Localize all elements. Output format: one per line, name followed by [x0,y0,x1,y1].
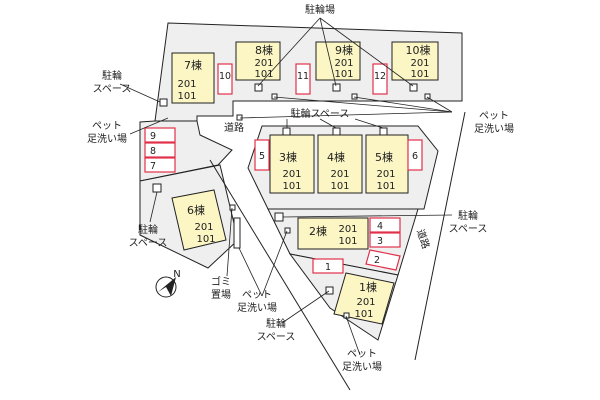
pet-wash-right-label-1: ペット [479,111,509,122]
parking-9 [144,127,176,143]
road-edge-right [414,111,466,361]
building-1-name: 1棟 [359,280,377,294]
pet-wash-left-label-1: ペット [92,121,122,132]
parking-5-label: 5 [259,151,265,162]
parking-7 [144,157,176,173]
parking-6 [407,139,423,171]
parking-10 [217,63,233,95]
pet-wash-bottom-label-2: 足洗い場 [342,360,382,373]
parking-12 [372,63,388,95]
building-4-lower: 101 [330,181,349,192]
bike-space-left-label-2: スペース [93,84,132,95]
parking-11 [295,63,311,95]
pet-wash-left-label-2: 足洗い場 [87,132,127,145]
building-2: 2棟 201 101 [297,217,369,250]
parking-7-label: 7 [150,161,156,172]
building-9-name: 9棟 [335,43,353,57]
pet-wash-lower-label-1: ペット [242,290,272,301]
parking-9-label: 9 [150,131,156,142]
building-3-upper: 201 [282,169,301,180]
building-9: 9棟 201 101 [315,41,361,81]
garbage-area-label-1: ゴミ [211,275,231,288]
building-5-lower: 101 [376,181,395,192]
building-10: 10棟 201 101 [391,41,439,81]
parking-8-label: 8 [150,146,156,157]
building-8-name: 8棟 [255,43,273,57]
bike-space-center-label: 駐輪スペース [291,107,350,120]
leader-lines [119,17,453,356]
parking-4-label: 4 [377,221,383,232]
parking-numbers: 10 11 12 9 8 7 5 6 4 3 2 1 [150,71,418,273]
building-3-lower: 101 [282,181,301,192]
parking-3-label: 3 [377,236,383,247]
bike-space-bottom-label-2: スペース [257,332,296,343]
parking-2 [365,249,401,271]
parking-4 [369,217,401,233]
parking-spaces [144,63,423,274]
parking-8 [144,142,176,158]
building-9-lower: 101 [334,69,353,80]
parking-2-label: 2 [374,255,380,266]
bike-space-right-label-2: スペース [449,224,488,235]
building-9-upper: 201 [334,58,353,69]
building-10-lower: 101 [410,69,429,80]
building-2-lower: 101 [338,236,357,247]
building-1-lower: 101 [354,309,373,320]
building-8-lower: 101 [254,69,273,80]
building-8-upper: 201 [254,58,273,69]
parking-10-label: 10 [219,71,231,82]
parking-6-label: 6 [412,151,418,162]
building-6-lower: 101 [196,234,215,245]
building-5: 5棟 201 101 [365,134,409,194]
building-6-name: 6棟 [187,203,205,217]
building-4-upper: 201 [330,169,349,180]
bike-space-bottom-label-1: 駐輪 [266,317,286,330]
bike-space-right-label-1: 駐輪 [458,209,478,222]
pet-wash-right-label-2: 足洗い場 [474,122,514,135]
building-1: 1棟 201 101 [333,272,395,325]
building-1-upper: 201 [356,297,375,308]
building-2-upper: 201 [338,224,357,235]
compass-north-label: N [173,269,180,280]
building-2-name: 2棟 [309,224,327,238]
pet-wash-bottom-label-1: ペット [347,349,377,360]
pet-wash-lower-label-2: 足洗い場 [237,301,277,314]
bike-space-left-label-1: 駐輪 [102,69,122,82]
building-5-name: 5棟 [375,150,393,164]
building-5-upper: 201 [376,169,395,180]
building-7-name: 7棟 [184,58,202,72]
building-7-upper: 201 [177,79,196,90]
road-edge-diag [209,159,351,391]
bike-space-lower-left-label-1: 駐輪 [138,223,158,236]
parking-1-label: 1 [325,262,331,273]
road-label-mid: 道路 [224,121,244,134]
building-4-name: 4棟 [327,150,345,164]
building-7: 7棟 201 101 [171,52,215,104]
bike-parking-top-label: 駐輪場 [305,3,335,16]
compass-icon: N [155,269,181,298]
building-3: 3棟 201 101 [269,134,315,194]
building-10-name: 10棟 [406,43,431,57]
road-label-right: 道路 [414,227,433,250]
building-6: 6棟 201 101 [171,189,227,251]
building-10-upper: 201 [410,58,429,69]
parking-11-label: 11 [297,71,309,82]
small-facilities [152,83,431,319]
building-3-name: 3棟 [279,150,297,164]
bike-space-lower-left-label-2: スペース [129,238,168,249]
parking-5 [254,139,270,171]
parking-3 [369,232,401,248]
parking-12-label: 12 [374,71,386,82]
building-6-upper: 201 [194,222,213,233]
garbage-area-label-2: 置場 [211,288,231,301]
building-4: 4棟 201 101 [317,134,363,194]
parking-1 [312,258,344,274]
building-7-lower: 101 [177,91,196,102]
building-8: 8棟 201 101 [235,41,281,81]
